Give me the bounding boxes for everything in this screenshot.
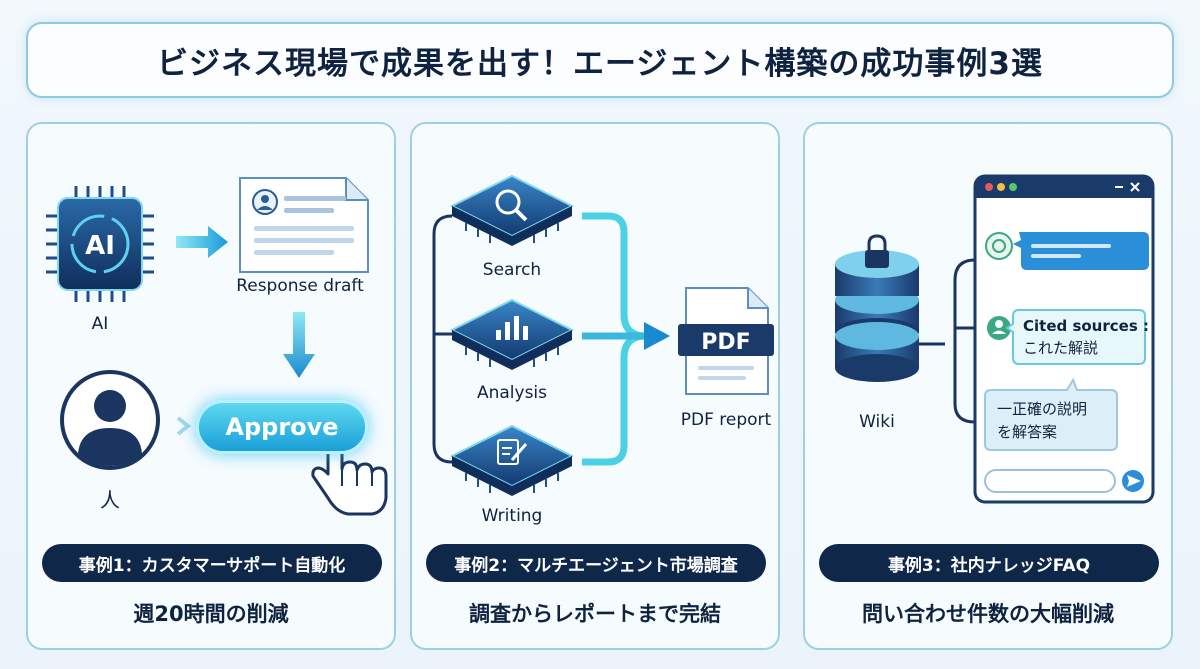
- user-icon: [987, 316, 1011, 340]
- arrow-down: [283, 312, 315, 378]
- case-panel-3: Cited sources : これた解説 一正確の説明 を解答案 Wiki 事…: [803, 122, 1173, 650]
- case-3-pill: 事例3：社内ナレッジFAQ: [819, 544, 1159, 582]
- document-icon: [239, 177, 369, 273]
- answer-draft-bubble: [984, 377, 1118, 451]
- approve-button[interactable]: Approve: [196, 400, 368, 454]
- pencil-icon: [497, 439, 528, 465]
- case2-diagram: PDF: [432, 174, 774, 496]
- human-label: 人: [100, 488, 120, 512]
- case-3-result: 問い合わせ件数の大幅削減: [862, 602, 1114, 626]
- pdf-badge-text: PDF: [701, 330, 750, 355]
- page-title: ビジネス現場で成果を出す！エージェント構築の成功事例3選: [157, 45, 1043, 82]
- case-2-result: 調査からレポートまで完結: [469, 602, 721, 626]
- writing-label: Writing: [481, 506, 543, 526]
- case3-diagram: [835, 174, 1155, 504]
- cited-sources-bubble: [1005, 309, 1146, 365]
- answer-line2: を解答案: [997, 423, 1058, 441]
- ai-chip-icon: [46, 186, 154, 302]
- lock-icon: [865, 234, 889, 268]
- answer-line1: 一正確の説明: [997, 400, 1088, 418]
- pdf-file-icon: [678, 287, 774, 395]
- cited-sources-line1: Cited sources :: [1023, 317, 1149, 335]
- bar-chart-icon: [496, 316, 528, 340]
- title-banner: ビジネス現場で成果を出す！エージェント構築の成功事例3選: [26, 22, 1174, 98]
- ai-chip-text: AI: [85, 231, 115, 261]
- arrow-right: [176, 226, 228, 258]
- person-icon: [60, 370, 160, 470]
- flow-writing: [582, 332, 647, 466]
- bot-message-bubble: [1013, 232, 1149, 270]
- ai-label: AI: [91, 314, 109, 334]
- search-agent-chip: [449, 174, 575, 246]
- analysis-agent-chip: [449, 298, 575, 370]
- search-label: Search: [482, 260, 542, 280]
- wiki-label: Wiki: [859, 412, 895, 432]
- agent-bracket: [432, 214, 453, 464]
- analysis-label: Analysis: [476, 383, 548, 403]
- send-icon[interactable]: [1122, 470, 1144, 492]
- wiki-connector: [953, 258, 976, 424]
- case-2-pill: 事例2：マルチエージェント市場調査: [426, 544, 766, 582]
- response-draft-label: Response draft: [236, 276, 364, 296]
- cited-sources-line2: これた解説: [1023, 339, 1099, 357]
- pdf-report-label: PDF report: [680, 410, 772, 430]
- database-icon: [835, 250, 919, 382]
- search-icon: [495, 189, 528, 222]
- case1-diagram: AI: [46, 177, 388, 516]
- case-1-result: 週20時間の削減: [133, 602, 289, 626]
- case-panel-1: AI: [26, 122, 396, 650]
- chevron-right-icon: [176, 416, 192, 436]
- case-panel-2: PDF Search Analysis Writing PDF report 事…: [410, 122, 780, 650]
- flow-search: [582, 212, 647, 340]
- flow-arrow-head: [644, 322, 670, 350]
- chat-input[interactable]: [984, 469, 1116, 493]
- case-1-pill: 事例1：カスタマーサポート自動化: [42, 544, 382, 582]
- bot-icon: [985, 232, 1013, 260]
- writing-agent-chip: [449, 424, 575, 496]
